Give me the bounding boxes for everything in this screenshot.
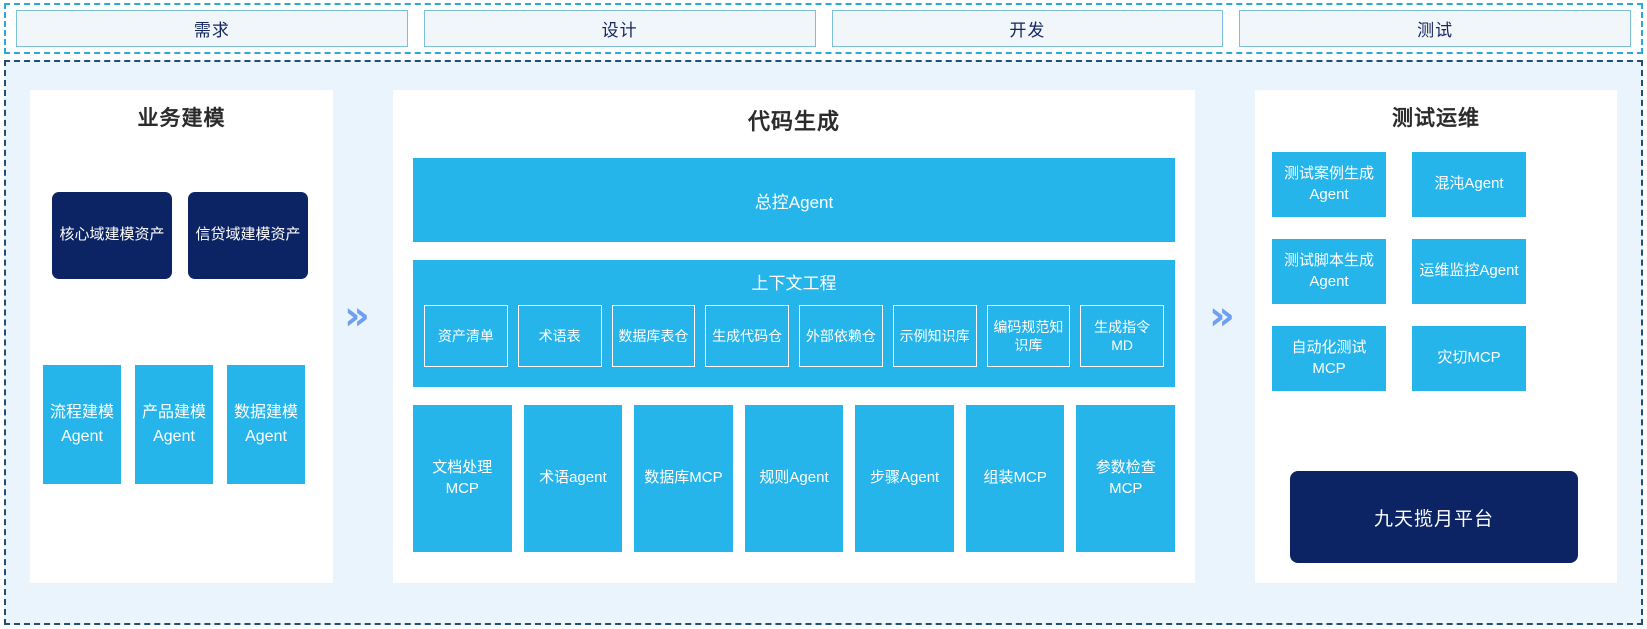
agent-card-label: 数据建模Agent bbox=[233, 404, 298, 445]
context-chip-glossary[interactable]: 术语表 bbox=[517, 305, 602, 367]
tool-card-document-processing-mcp[interactable]: 文档处理MCP bbox=[413, 405, 512, 552]
tool-card-step-agent[interactable]: 步骤Agent bbox=[855, 405, 954, 552]
platform-card-jiutian-lanyue[interactable]: 九天揽月平台 bbox=[1290, 471, 1578, 563]
context-chip-asset-list[interactable]: 资产清单 bbox=[424, 305, 508, 367]
double-chevron-right-icon: » bbox=[344, 293, 370, 339]
test-card-label: 运维监控Agent bbox=[1419, 262, 1519, 280]
test-card-label: 混沌Agent bbox=[1434, 175, 1504, 193]
agent-card-label: 流程建模Agent bbox=[49, 404, 114, 445]
context-chip-label: 编码规范知识库 bbox=[993, 318, 1064, 353]
tool-card-parameter-check-mcp[interactable]: 参数检查MCP bbox=[1076, 405, 1176, 552]
test-ops-card-group: 测试案例生成Agent 混沌Agent 测试脚本生成Agent 运维监控Agen… bbox=[1272, 152, 1599, 391]
panel-test-operations: 测试运维 测试案例生成Agent 混沌Agent 测试脚本生成Agent 运维监… bbox=[1255, 90, 1617, 583]
tool-card-label: 术语agent bbox=[539, 469, 607, 487]
test-card-label: 自动化测试MCP bbox=[1291, 339, 1367, 377]
context-chip-generated-code-repo[interactable]: 生成代码仓 bbox=[705, 305, 789, 367]
context-chip-coding-standard-knowledge-base[interactable]: 编码规范知识库 bbox=[986, 305, 1071, 367]
agent-card-product-modeling[interactable]: 产品建模Agent bbox=[135, 365, 213, 484]
architecture-canvas: 业务建模 核心域建模资产 信贷域建模资产 流程建模Agent 产品建模Agent… bbox=[4, 60, 1643, 625]
stage-item-development[interactable]: 开发 bbox=[831, 10, 1224, 47]
context-chip-label: 示例知识库 bbox=[899, 327, 970, 344]
panel-title: 测试运维 bbox=[1392, 107, 1480, 130]
platform-card-label: 九天揽月平台 bbox=[1373, 508, 1494, 530]
stage-item-requirements[interactable]: 需求 bbox=[16, 10, 408, 47]
tool-card-label: 步骤Agent bbox=[870, 469, 940, 487]
asset-card-label: 核心域建模资产 bbox=[59, 226, 165, 244]
context-chip-label: 生成指令MD bbox=[1094, 318, 1151, 353]
test-card-label: 测试脚本生成Agent bbox=[1283, 252, 1374, 290]
business-asset-group: 核心域建模资产 信贷域建模资产 bbox=[52, 192, 308, 279]
agent-card-process-modeling[interactable]: 流程建模Agent bbox=[43, 365, 121, 484]
context-engineering-block: 上下文工程 资产清单 术语表 数据库表仓 生成代码仓 外部依赖仓 bbox=[413, 260, 1175, 387]
tool-card-label: 文档处理MCP bbox=[432, 459, 493, 497]
panel-title: 业务建模 bbox=[137, 107, 226, 130]
context-chip-db-table-repo[interactable]: 数据库表仓 bbox=[611, 305, 696, 367]
tool-card-label: 规则Agent bbox=[759, 469, 829, 487]
tool-card-label: 参数检查MCP bbox=[1095, 459, 1156, 497]
master-agent-label: 总控Agent bbox=[754, 192, 834, 212]
panel-business-modeling: 业务建模 核心域建模资产 信贷域建模资产 流程建模Agent 产品建模Agent… bbox=[30, 90, 333, 583]
stage-label: 测试 bbox=[1417, 21, 1454, 40]
context-engineering-title: 上下文工程 bbox=[751, 274, 837, 293]
agent-card-data-modeling[interactable]: 数据建模Agent bbox=[227, 365, 305, 484]
context-chip-generation-instruction-md[interactable]: 生成指令MD bbox=[1080, 305, 1164, 367]
test-card-test-script-generation-agent[interactable]: 测试脚本生成Agent bbox=[1272, 239, 1386, 304]
context-chip-external-dependency-repo[interactable]: 外部依赖仓 bbox=[799, 305, 883, 367]
stage-label: 开发 bbox=[1009, 21, 1046, 40]
stage-item-design[interactable]: 设计 bbox=[423, 10, 816, 47]
stage-bar: 需求 设计 开发 测试 bbox=[4, 3, 1643, 54]
test-card-disaster-switch-mcp[interactable]: 灾切MCP bbox=[1412, 326, 1526, 391]
context-chip-label: 外部依赖仓 bbox=[805, 327, 876, 344]
asset-card-label: 信贷域建模资产 bbox=[195, 226, 301, 244]
tool-card-group: 文档处理MCP 术语agent 数据库MCP 规则Agent 步骤Agent 组… bbox=[413, 405, 1176, 552]
test-card-label: 灾切MCP bbox=[1437, 349, 1501, 367]
context-chip-label: 生成代码仓 bbox=[712, 327, 783, 344]
panel-code-generation: 代码生成 总控Agent 上下文工程 资产清单 术语表 数据库表仓 bbox=[393, 90, 1195, 583]
stage-label: 设计 bbox=[601, 21, 638, 40]
context-chip-label: 数据库表仓 bbox=[618, 327, 689, 344]
stage-label: 需求 bbox=[193, 21, 230, 40]
context-chip-example-knowledge-base[interactable]: 示例知识库 bbox=[892, 305, 977, 367]
tool-card-label: 数据库MCP bbox=[644, 469, 723, 487]
agent-card-label: 产品建模Agent bbox=[141, 404, 206, 445]
stage-item-testing[interactable]: 测试 bbox=[1239, 10, 1631, 47]
test-card-ops-monitoring-agent[interactable]: 运维监控Agent bbox=[1412, 239, 1526, 304]
context-chip-label: 资产清单 bbox=[437, 327, 494, 344]
double-chevron-right-icon: » bbox=[1209, 293, 1235, 339]
test-card-label: 测试案例生成Agent bbox=[1283, 165, 1374, 203]
context-chip-label: 术语表 bbox=[538, 327, 581, 344]
panel-title: 代码生成 bbox=[747, 109, 840, 134]
master-agent-bar[interactable]: 总控Agent bbox=[413, 158, 1175, 242]
asset-card-core-domain[interactable]: 核心域建模资产 bbox=[52, 192, 172, 279]
tool-card-glossary-agent[interactable]: 术语agent bbox=[523, 405, 623, 552]
tool-card-assembly-mcp[interactable]: 组装MCP bbox=[965, 405, 1065, 552]
test-card-chaos-agent[interactable]: 混沌Agent bbox=[1412, 152, 1526, 217]
test-card-test-case-generation-agent[interactable]: 测试案例生成Agent bbox=[1272, 152, 1386, 217]
tool-card-label: 组装MCP bbox=[983, 469, 1047, 487]
test-card-automated-testing-mcp[interactable]: 自动化测试MCP bbox=[1272, 326, 1386, 391]
business-agent-group: 流程建模Agent 产品建模Agent 数据建模Agent bbox=[43, 365, 305, 484]
context-chip-group: 资产清单 术语表 数据库表仓 生成代码仓 外部依赖仓 示例知 bbox=[413, 294, 1175, 367]
tool-card-database-mcp[interactable]: 数据库MCP bbox=[634, 405, 733, 552]
asset-card-credit-domain[interactable]: 信贷域建模资产 bbox=[188, 192, 308, 279]
tool-card-rule-agent[interactable]: 规则Agent bbox=[744, 405, 844, 552]
